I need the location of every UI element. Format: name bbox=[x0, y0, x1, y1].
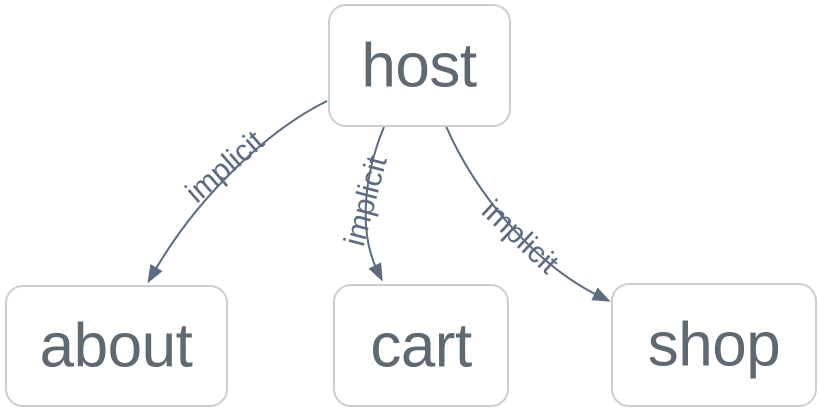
edge-label-host-shop: implicit bbox=[475, 194, 565, 281]
arrowhead-icon bbox=[147, 264, 163, 284]
node-box-cart bbox=[333, 284, 509, 407]
node-label-shop: shop bbox=[648, 311, 780, 380]
edge-label-host-cart: implicit bbox=[338, 152, 394, 250]
edge-label-host-about: implicit bbox=[180, 124, 271, 209]
node-shop: shop bbox=[611, 283, 817, 407]
node-box-shop bbox=[611, 283, 817, 407]
node-cart: cart bbox=[333, 284, 509, 407]
edge-host-cart: implicit bbox=[338, 126, 394, 282]
node-box-about bbox=[5, 285, 228, 407]
node-host: host bbox=[328, 4, 511, 127]
edge-line-host-about bbox=[153, 100, 328, 273]
node-box-host bbox=[328, 4, 511, 127]
node-label-host: host bbox=[361, 32, 476, 101]
arrowhead-icon bbox=[368, 262, 383, 282]
edge-line-host-cart bbox=[364, 126, 385, 271]
edge-line-host-shop bbox=[445, 125, 600, 297]
node-label-cart: cart bbox=[370, 312, 472, 381]
node-about: about bbox=[5, 285, 228, 407]
node-label-about: about bbox=[40, 312, 193, 381]
edge-host-shop: implicit bbox=[445, 125, 611, 302]
arrowhead-icon bbox=[591, 287, 611, 302]
edge-host-about: implicit bbox=[147, 100, 328, 284]
